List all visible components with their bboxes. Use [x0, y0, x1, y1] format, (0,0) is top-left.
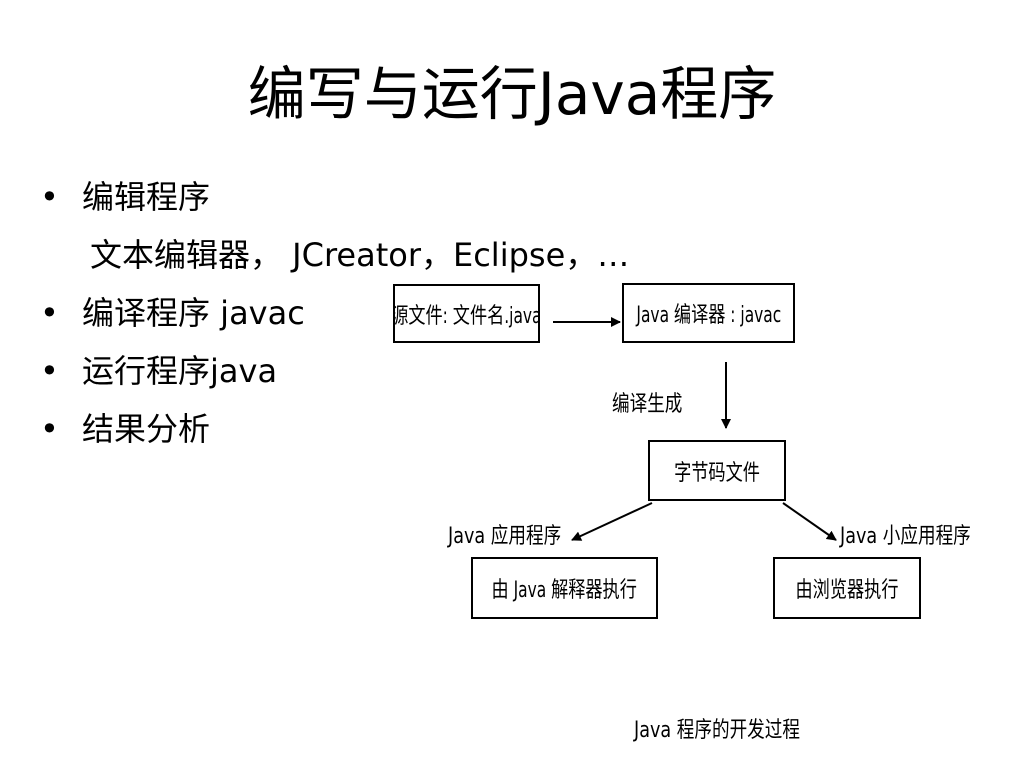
- app-label: Java 应用程序: [448, 524, 562, 549]
- bullet-marker: •: [40, 352, 59, 390]
- interpreter-box: 由 Java 解释器执行: [471, 557, 658, 619]
- bullet-item-run: • 运行程序java: [40, 342, 760, 400]
- bullet-item-compile: • 编译程序 javac: [40, 284, 760, 342]
- diagram-caption: Java 程序的开发过程: [634, 718, 800, 743]
- bullet-subitem-editors: 文本编辑器， JCreator，Eclipse，…: [90, 236, 630, 274]
- bullet-marker: •: [40, 178, 59, 216]
- bullet-text: 结果分析: [82, 410, 211, 448]
- bullet-list: • 编辑程序 文本编辑器， JCreator，Eclipse，… • 编译程序 …: [40, 168, 760, 458]
- bullet-marker: •: [40, 410, 59, 448]
- applet-label: Java 小应用程序: [840, 524, 971, 549]
- bullet-item-analyze: • 结果分析: [40, 400, 760, 458]
- arrow-bytecode-to-applet: [782, 502, 837, 541]
- bullet-text: 运行程序java: [82, 352, 278, 390]
- bullet-text: 编译程序 javac: [82, 294, 305, 332]
- slide-title: 编写与运行Java程序: [247, 60, 777, 128]
- bullet-text: 编辑程序: [82, 178, 211, 216]
- bullet-item-edit: • 编辑程序: [40, 168, 760, 226]
- compile-label: 编译生成: [612, 392, 683, 417]
- compiler-box: Java 编译器 : javac: [622, 283, 795, 343]
- browser-box: 由浏览器执行: [773, 557, 921, 619]
- bytecode-box: 字节码文件: [648, 440, 786, 501]
- bullet-marker: •: [40, 294, 59, 332]
- source-file-box: 源文件: 文件名.java: [393, 284, 540, 343]
